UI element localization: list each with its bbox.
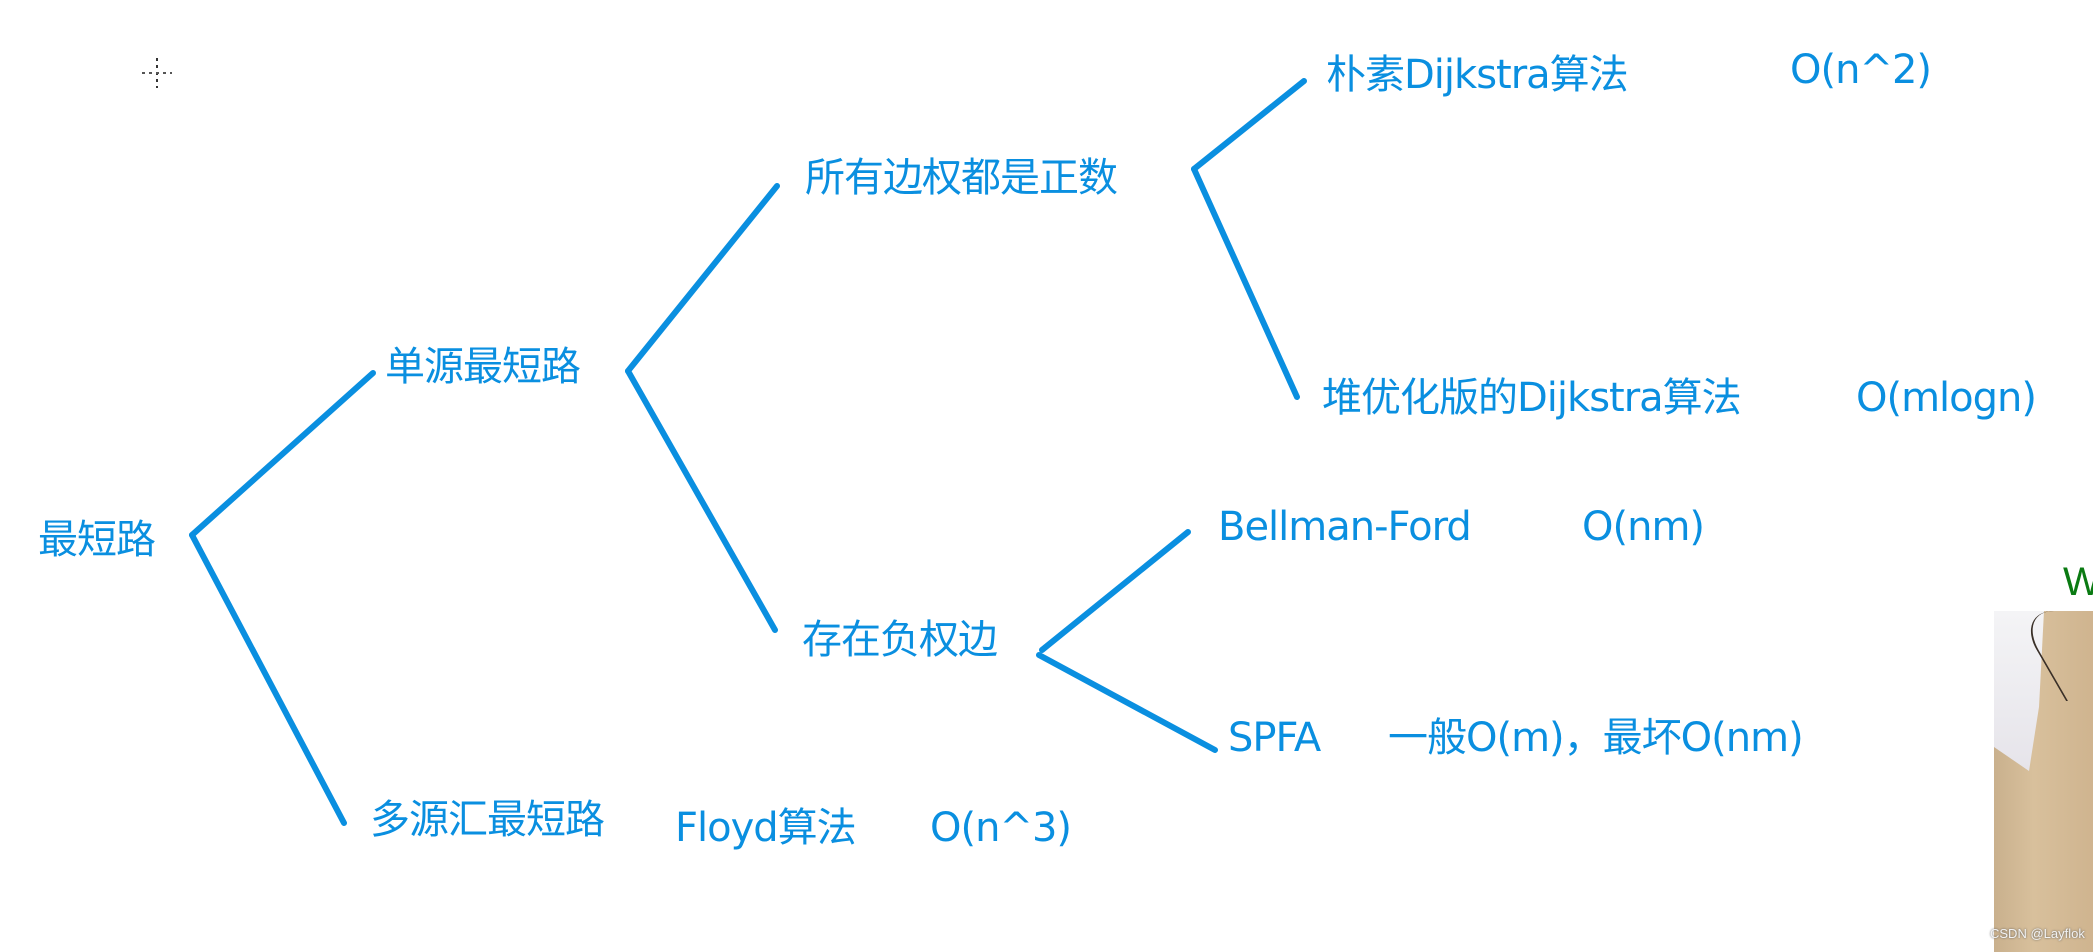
- video-heading-fragment: W: [2063, 560, 2093, 604]
- watermark: CSDN @Layflok: [1990, 926, 2085, 941]
- node-negative-edge: 存在负权边: [802, 617, 998, 663]
- edge-root-multi-source: [189, 532, 347, 826]
- edge-all-positive-naive-dijkstra: [1191, 78, 1307, 172]
- heap-dijkstra-complexity: O(mlogn): [1856, 375, 2037, 421]
- node-floyd: Floyd算法: [675, 805, 857, 851]
- node-single-source: 单源最短路: [385, 344, 581, 390]
- edge-negative-spfa: [1036, 652, 1218, 753]
- node-naive-dijkstra: 朴素Dijkstra算法: [1326, 52, 1629, 98]
- naive-dijkstra-complexity: O(n^2): [1790, 47, 1932, 93]
- presenter-video-thumbnail[interactable]: [1994, 611, 2093, 952]
- spfa-complexity: 一般O(m)，最坏O(nm): [1388, 715, 1804, 761]
- node-multi-source: 多源汇最短路: [370, 797, 605, 843]
- floyd-complexity: O(n^3): [930, 805, 1072, 851]
- edge-single-source-negative-edge: [625, 368, 778, 633]
- bellman-ford-complexity: O(nm): [1582, 504, 1705, 550]
- edge-root-single-source: [189, 370, 376, 538]
- cursor-crosshair-icon: [142, 58, 172, 88]
- edge-all-positive-heap-dijkstra: [1191, 166, 1300, 400]
- edge-negative-bellman-ford: [1039, 529, 1191, 653]
- node-spfa: SPFA: [1228, 715, 1321, 761]
- node-bellman-ford: Bellman-Ford: [1218, 504, 1472, 550]
- node-root: 最短路: [38, 517, 156, 563]
- node-heap-dijkstra: 堆优化版的Dijkstra算法: [1322, 375, 1742, 421]
- edge-single-source-all-positive: [625, 183, 780, 374]
- node-all-positive: 所有边权都是正数: [805, 155, 1118, 201]
